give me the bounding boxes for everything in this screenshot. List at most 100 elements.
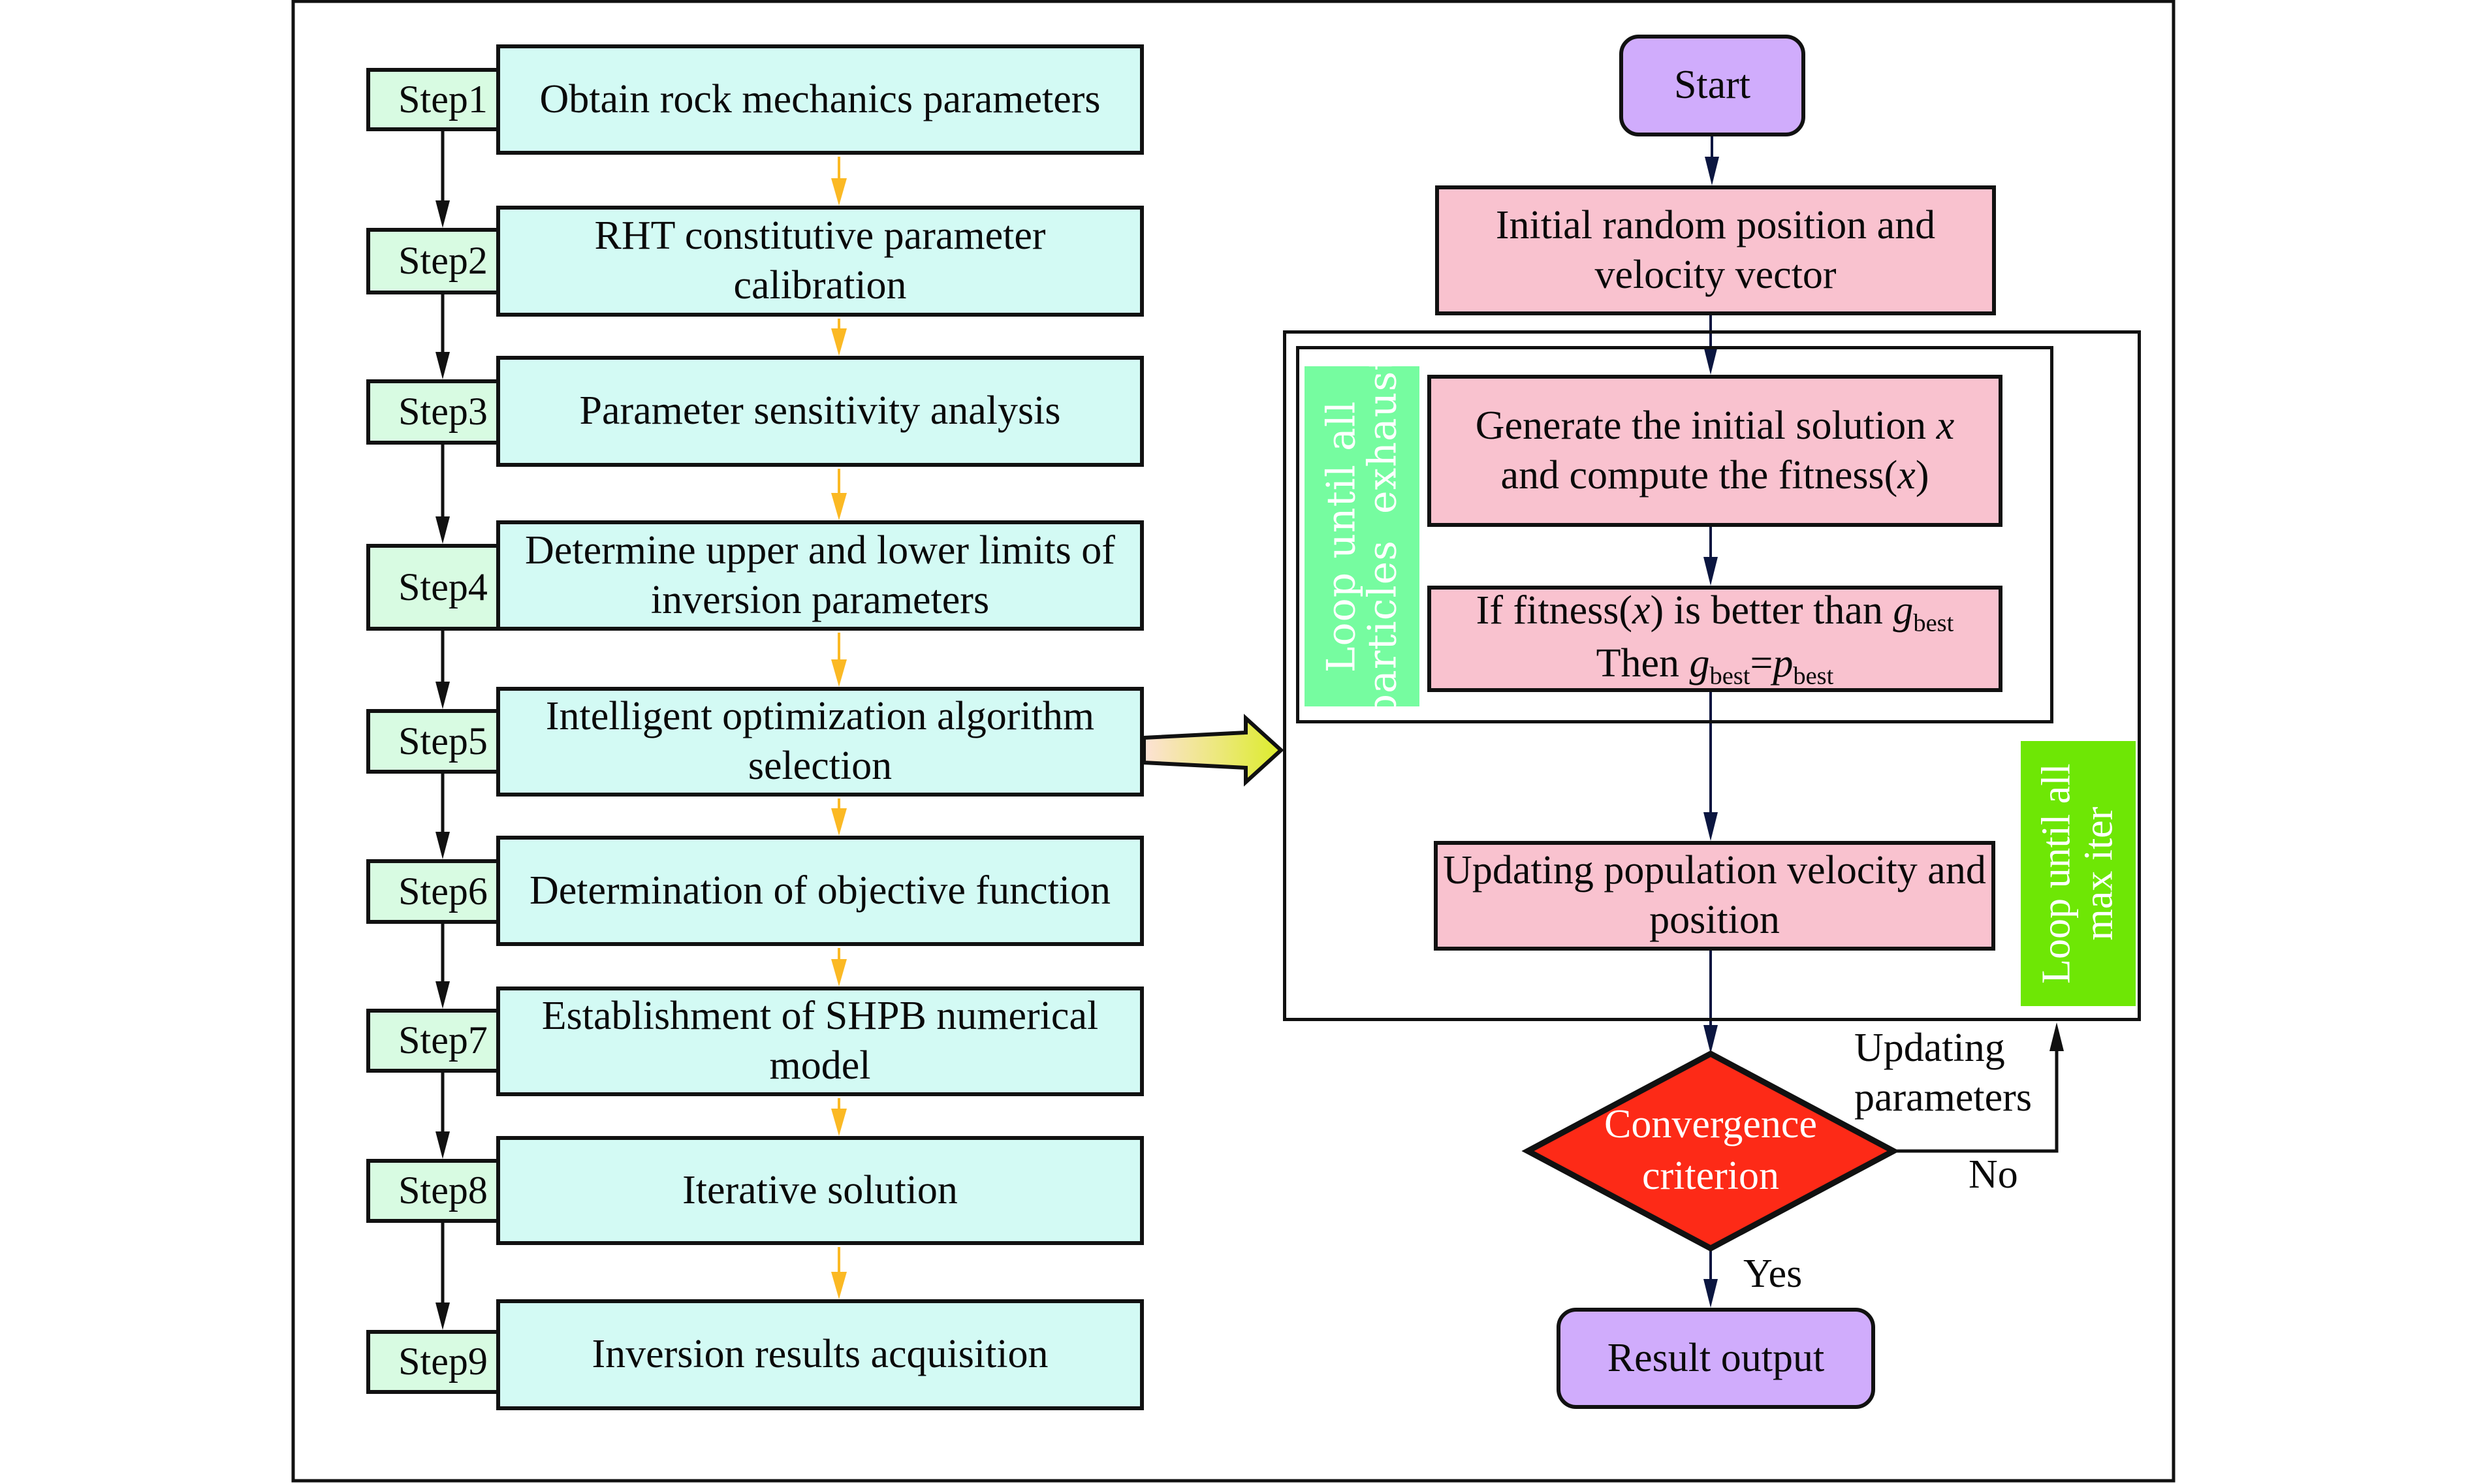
updating-line2: parameters bbox=[1854, 1075, 2032, 1120]
step-box-text: Determine upper and lower limits of inve… bbox=[525, 528, 1115, 622]
step-label-text: Step1 bbox=[398, 77, 488, 121]
step-label-2: Step2 bbox=[366, 228, 500, 294]
main-arrow-head bbox=[831, 493, 847, 520]
inner-loop-label-line1: Loop until all bbox=[1318, 400, 1365, 672]
step-label-6: Step6 bbox=[366, 859, 500, 924]
then-gbest-sub: best bbox=[1709, 662, 1750, 690]
then-pbest-sub: best bbox=[1793, 662, 1834, 690]
generate-line1-var: x bbox=[1936, 403, 1955, 448]
init-position-velocity-box: Initial random position and velocity vec… bbox=[1435, 185, 1996, 315]
start-label: Start bbox=[1673, 63, 1751, 108]
inner-particle-loop-frame bbox=[1296, 346, 2053, 723]
step-label-4: Step4 bbox=[366, 544, 500, 631]
step-box-text: Iterative solution bbox=[682, 1167, 958, 1212]
update-to-decision-arrow-head bbox=[1703, 1025, 1718, 1054]
step-box-text: Establishment of SHPB numerical model bbox=[541, 994, 1099, 1088]
then-equals: = bbox=[1750, 640, 1773, 686]
step5-to-algorithm-arrow bbox=[1142, 714, 1284, 787]
result-output-terminal: Result output bbox=[1557, 1308, 1875, 1409]
main-arrow-head bbox=[831, 659, 847, 687]
generate-line2-var: x bbox=[1897, 452, 1916, 497]
start-terminal: Start bbox=[1619, 35, 1805, 136]
step-label-1: Step1 bbox=[366, 68, 500, 131]
step-label-3: Step3 bbox=[366, 379, 500, 445]
step-label-text: Step4 bbox=[398, 565, 488, 608]
start-to-init-arrow-head bbox=[1705, 157, 1719, 185]
step-arrow-head bbox=[435, 516, 450, 544]
compare-to-update-arrow-head bbox=[1703, 812, 1718, 841]
step-sequence-arrows bbox=[435, 131, 450, 1330]
updating-line1: Updating bbox=[1854, 1026, 2005, 1070]
decision-line1: Convergence bbox=[1604, 1102, 1817, 1146]
step-label-text: Step8 bbox=[398, 1169, 488, 1212]
step-box-9: Inversion results acquisition bbox=[496, 1299, 1144, 1410]
outer-loop-label-line2: max iter bbox=[2077, 806, 2121, 941]
step-box-2: RHT constitutive parameter calibration bbox=[496, 206, 1144, 317]
compare-gbest-g: g bbox=[1893, 588, 1914, 633]
step-box-4: Determine upper and lower limits of inve… bbox=[496, 520, 1144, 631]
main-arrow-head bbox=[831, 328, 847, 356]
step-arrow-head bbox=[435, 352, 450, 379]
step-label-9: Step9 bbox=[366, 1330, 500, 1394]
step-arrow-head bbox=[435, 682, 450, 709]
step-arrow-head bbox=[435, 981, 450, 1009]
init-label: Initial random position and velocity vec… bbox=[1495, 202, 1936, 297]
generate-line2-close: ) bbox=[1915, 452, 1929, 497]
convergence-decision-diamond bbox=[1521, 1050, 1900, 1252]
step-arrow-head bbox=[435, 1302, 450, 1330]
step-arrow-head bbox=[435, 200, 450, 228]
main-arrow-head bbox=[831, 959, 847, 987]
main-arrow-head bbox=[831, 178, 847, 206]
step-label-8: Step8 bbox=[366, 1159, 500, 1223]
no-label: No bbox=[1969, 1152, 2018, 1197]
step-box-text: Obtain rock mechanics parameters bbox=[539, 76, 1101, 121]
step-box-text: Parameter sensitivity analysis bbox=[579, 388, 1061, 434]
step-label-text: Step2 bbox=[398, 239, 488, 283]
main-arrow-head bbox=[831, 808, 847, 836]
yes-label: Yes bbox=[1743, 1252, 1803, 1296]
main-sequence-arrows bbox=[831, 157, 847, 1299]
inner-loop-label-line2: particles exhaust bbox=[1359, 354, 1406, 719]
generate-line2-text: and compute the fitness( bbox=[1500, 452, 1898, 497]
main-arrow-head bbox=[831, 1109, 847, 1136]
step-label-5: Step5 bbox=[366, 709, 500, 774]
inner-loop-label: Loop until all particles exhaust bbox=[1305, 354, 1419, 719]
generate-to-compare-arrow-head bbox=[1703, 557, 1718, 586]
no-branch-connector bbox=[1893, 1050, 2059, 1153]
step-box-text: Determination of objective function bbox=[529, 868, 1111, 913]
outer-iteration-loop-frame bbox=[1283, 330, 2141, 1021]
init-to-generate-arrow-head bbox=[1703, 346, 1718, 375]
step-box-6: Determination of objective function bbox=[496, 836, 1144, 946]
step-label-text: Step3 bbox=[398, 390, 488, 434]
step-label-text: Step6 bbox=[398, 869, 488, 913]
step-label-7: Step7 bbox=[366, 1009, 500, 1073]
step-box-8: Iterative solution bbox=[496, 1136, 1144, 1245]
then-gbest-g: g bbox=[1689, 640, 1710, 686]
step-box-7: Establishment of SHPB numerical model bbox=[496, 987, 1144, 1096]
algorithm-flow-arrows bbox=[1703, 136, 1719, 1308]
step-box-text: Intelligent optimization algorithm selec… bbox=[545, 694, 1095, 788]
convergence-criterion-label: Convergence criterion bbox=[1580, 1099, 1841, 1203]
update-label: Updating population velocity and positio… bbox=[1443, 848, 1986, 942]
compare-line2-prefix: Then bbox=[1596, 640, 1690, 686]
compare-line1-mid: ) is better than bbox=[1650, 588, 1893, 633]
generate-solution-box: Generate the initial solution x and comp… bbox=[1427, 375, 2002, 527]
step-box-5: Intelligent optimization algorithm selec… bbox=[496, 687, 1144, 797]
outer-loop-label-line1: Loop until all bbox=[2034, 763, 2079, 984]
compare-line1-prefix: If fitness( bbox=[1476, 588, 1632, 633]
step-arrow-head bbox=[435, 1131, 450, 1159]
then-pbest-p: p bbox=[1773, 640, 1794, 686]
step-box-text: RHT constitutive parameter calibration bbox=[594, 213, 1046, 308]
step-box-3: Parameter sensitivity analysis bbox=[496, 356, 1144, 467]
outer-loop-label: Loop until all max iter bbox=[2021, 741, 2136, 1006]
no-branch-arrowhead bbox=[2049, 1022, 2064, 1051]
gbest-compare-box: If fitness(x) is better than gbest Then … bbox=[1427, 586, 2002, 692]
step-label-text: Step9 bbox=[398, 1340, 488, 1383]
step-label-text: Step7 bbox=[398, 1018, 488, 1062]
step-box-text: Inversion results acquisition bbox=[592, 1332, 1049, 1377]
decision-line2: criterion bbox=[1641, 1154, 1779, 1199]
generate-line1-text: Generate the initial solution bbox=[1475, 403, 1937, 448]
step-box-1: Obtain rock mechanics parameters bbox=[496, 44, 1144, 155]
result-label: Result output bbox=[1607, 1335, 1825, 1380]
